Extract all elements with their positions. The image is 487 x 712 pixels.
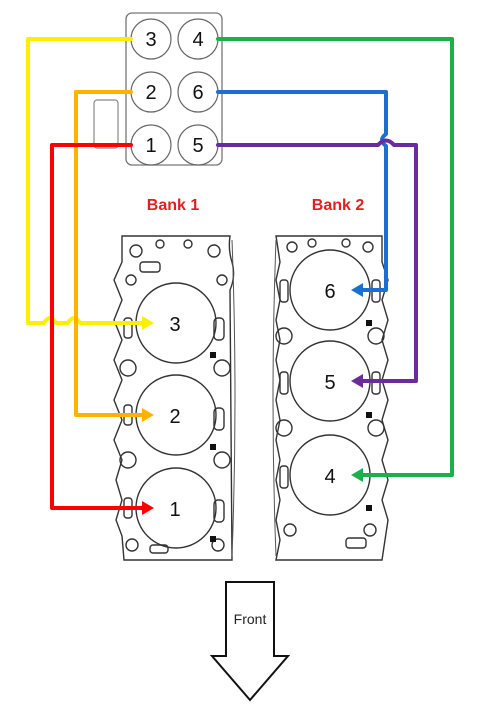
wire-cylinder-4 — [216, 37, 454, 477]
wire-cylinder-5 — [216, 138, 418, 383]
front-arrow — [209, 581, 291, 702]
wire-cylinder-6 — [216, 90, 388, 292]
svg-text:1: 1 — [145, 135, 156, 157]
cylinder-label-6: 6 — [324, 281, 335, 303]
coil-terminal-2: 2 — [130, 71, 172, 113]
wire-cylinder-2 — [74, 90, 147, 417]
coil-terminal-1: 1 — [130, 124, 172, 166]
cylinder-label-3: 3 — [169, 314, 180, 336]
bank2-label: Bank 2 — [312, 197, 365, 214]
cylinder-label-2: 2 — [169, 406, 180, 428]
svg-text:4: 4 — [192, 29, 203, 51]
front-label: Front — [234, 611, 267, 627]
cylinder-label-5: 5 — [324, 372, 335, 394]
cylinder-label-1: 1 — [169, 499, 180, 521]
coil-pack: 3 4 2 6 1 5 — [93, 12, 223, 166]
coil-terminal-4: 4 — [177, 18, 219, 60]
bank1-label: Bank 1 — [147, 197, 200, 214]
coil-pack-tab — [93, 99, 119, 149]
svg-text:3: 3 — [145, 29, 156, 51]
engine-block — [113, 235, 389, 561]
coil-terminal-5: 5 — [177, 124, 219, 166]
coil-terminal-3: 3 — [130, 18, 172, 60]
cylinder-label-4: 4 — [324, 466, 335, 488]
svg-text:5: 5 — [192, 135, 203, 157]
wire-arrowheads — [142, 283, 363, 515]
wire-cylinder-1 — [50, 143, 147, 510]
engine-block-markers — [210, 320, 372, 542]
svg-text:6: 6 — [192, 82, 203, 104]
svg-text:2: 2 — [145, 82, 156, 104]
coil-terminal-6: 6 — [177, 71, 219, 113]
